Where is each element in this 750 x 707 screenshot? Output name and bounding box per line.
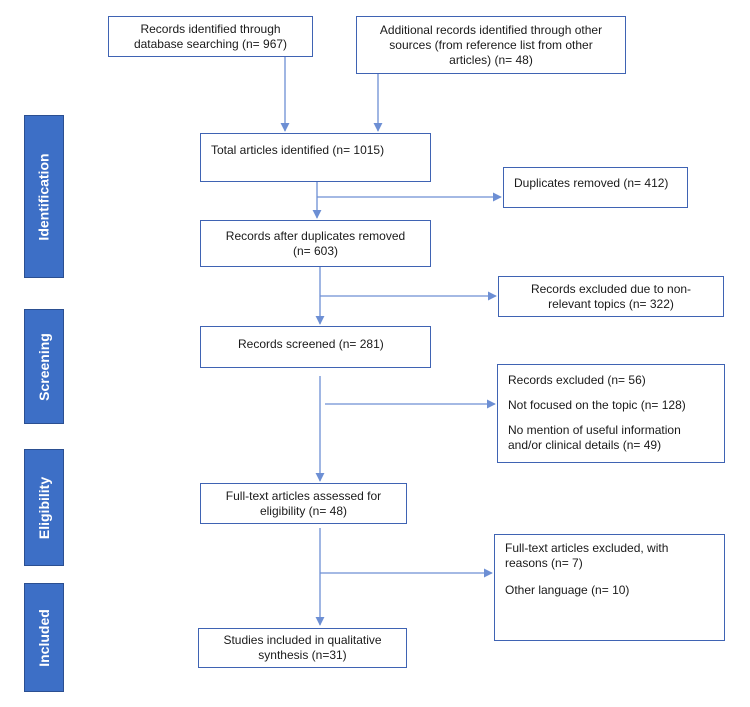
box-text: Not focused on the topic (n= 128) xyxy=(508,398,686,412)
stage-eligibility: Eligibility xyxy=(24,449,64,566)
box-text: Records identified through xyxy=(140,21,281,36)
box-text: Records excluded due to non- xyxy=(530,281,692,296)
box-text: synthesis (n=31) xyxy=(258,648,347,662)
box-text: Total articles identified (n= 1015) xyxy=(211,143,385,157)
box-text: (n= 603) xyxy=(292,243,339,258)
box-non-relevant-excluded: Records excluded due to non- relevant to… xyxy=(498,276,724,317)
box-database-search: Records identified through database sear… xyxy=(108,16,313,57)
box-text: Records excluded (n= 56) xyxy=(508,373,646,387)
box-records-screened: Records screened (n= 281) xyxy=(200,326,431,368)
box-text: Studies included in qualitative xyxy=(223,633,382,647)
box-other-sources: Additional records identified through ot… xyxy=(356,16,626,74)
box-text: Other language (n= 10) xyxy=(505,583,630,597)
box-full-text-assessed: Full-text articles assessed for eligibil… xyxy=(200,483,407,524)
box-text: Records after duplicates removed xyxy=(225,228,406,243)
box-duplicates-removed: Duplicates removed (n= 412) xyxy=(503,167,688,208)
box-text: sources (from reference list from other xyxy=(389,37,593,52)
box-after-duplicates: Records after duplicates removed (n= 603… xyxy=(200,220,431,267)
box-total-identified: Total articles identified (n= 1015) xyxy=(200,133,431,182)
box-text: relevant topics (n= 322) xyxy=(548,296,674,311)
box-full-text-excluded: Full-text articles excluded, with reason… xyxy=(494,534,725,641)
box-text: No mention of useful information and/or … xyxy=(508,423,681,452)
stage-eligibility-label: Eligibility xyxy=(36,476,53,539)
stage-screening-label: Screening xyxy=(36,332,53,401)
stage-included-label: Included xyxy=(36,608,52,667)
box-studies-included: Studies included in qualitative synthesi… xyxy=(198,628,407,668)
box-text: Full-text articles excluded, with reason… xyxy=(505,541,669,570)
stage-included: Included xyxy=(24,583,64,692)
box-records-excluded: Records excluded (n= 56) Not focused on … xyxy=(497,364,725,463)
box-text: database searching (n= 967) xyxy=(133,36,288,51)
box-text: articles) (n= 48) xyxy=(449,52,533,67)
stage-identification: Identification xyxy=(24,115,64,278)
box-text: Records screened (n= 281) xyxy=(238,337,384,351)
box-text: eligibility (n= 48) xyxy=(259,503,348,518)
stage-screening: Screening xyxy=(24,309,64,424)
stage-identification-label: Identification xyxy=(36,152,52,241)
box-text: Duplicates removed (n= 412) xyxy=(514,176,669,190)
box-text: Additional records identified through ot… xyxy=(379,22,603,37)
box-text: Full-text articles assessed for xyxy=(225,488,382,503)
